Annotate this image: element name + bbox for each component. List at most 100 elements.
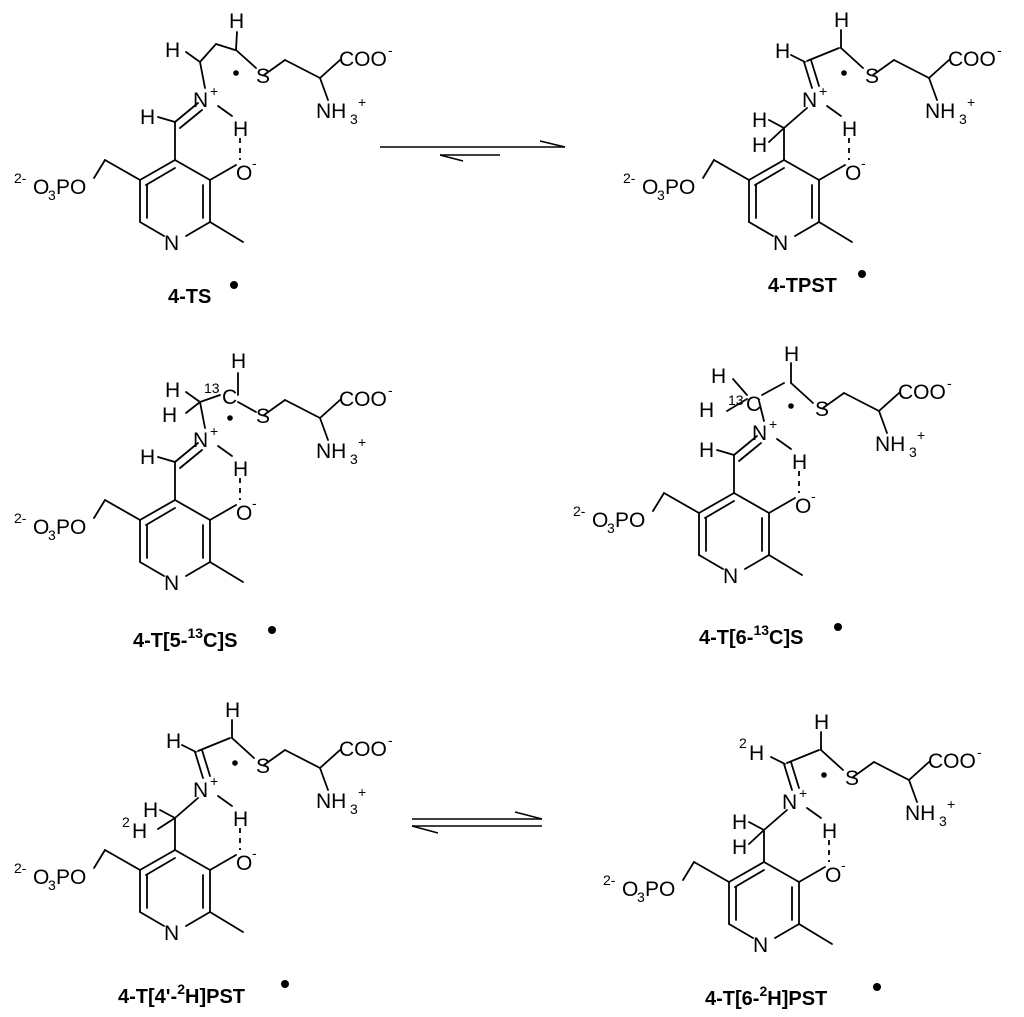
atom-PO: PO [56, 516, 86, 539]
subscript-3: 3 [48, 187, 56, 203]
atom-NH: NH [905, 802, 935, 825]
atom-COO: COO [928, 750, 976, 773]
atom-N: N [193, 429, 208, 452]
molecule-4-T[6-13C]S: H H H 13 C S N + H H O - N COO - NH 3 + … [573, 343, 952, 588]
atom-N: N [753, 934, 768, 957]
subscript-3: 3 [48, 527, 56, 543]
charge-minus: - [252, 495, 257, 511]
atom-H: H [752, 134, 767, 157]
radical-dot [873, 983, 881, 991]
atom-O: O [592, 509, 608, 532]
subscript-3: 3 [48, 877, 56, 893]
label-4-TPST: 4-TPST [768, 270, 866, 297]
atom-NH: NH [316, 790, 346, 813]
atom-N: N [193, 89, 208, 112]
subscript-3: 3 [350, 111, 358, 127]
charge-plus: + [917, 427, 925, 443]
atom-N: N [164, 572, 179, 595]
atom-H: H [814, 711, 829, 734]
molecule-4-T[5-13C]S: H H H 13 C S N + H H O - N COO - NH 3 + … [14, 350, 393, 595]
atom-H: H [229, 10, 244, 33]
charge-minus: - [388, 382, 393, 398]
atom-NH: NH [316, 100, 346, 123]
molecule-4-T[4'-2H]PST: H H S N + H 2 H H O - N COO - NH 3 + 2- … [14, 699, 393, 945]
subscript-3: 3 [909, 444, 917, 460]
atom-N: N [193, 779, 208, 802]
atom-O: O [33, 866, 49, 889]
label-tail: H]PST [767, 988, 827, 1010]
atom-H: H [233, 458, 248, 481]
atom-N: N [164, 922, 179, 945]
atom-H: H [732, 811, 747, 834]
charge-plus: + [819, 83, 827, 99]
atom-NH: NH [875, 433, 905, 456]
atom-O: O [642, 176, 658, 199]
atom-O: O [236, 502, 252, 525]
svg-text:4-T[6-2H]PST: 4-T[6-2H]PST [705, 983, 827, 1010]
charge-plus: + [967, 94, 975, 110]
radical-dot [281, 980, 289, 988]
equilibrium-arrow-top [380, 140, 566, 162]
svg-text:4-T[4'-2H]PST: 4-T[4'-2H]PST [118, 981, 245, 1008]
atom-H: H [775, 40, 790, 63]
label-sup: 13 [187, 625, 203, 641]
atom-S: S [256, 755, 270, 778]
label-text: 4-T[5- [133, 630, 187, 652]
charge-plus: + [210, 423, 218, 439]
atom-H: H [165, 379, 180, 402]
subscript-3: 3 [939, 813, 947, 829]
radical-dot [268, 626, 276, 634]
radical-dot [230, 281, 238, 289]
charge-plus: + [947, 796, 955, 812]
atom-N: N [773, 232, 788, 255]
atom-H: H [132, 820, 147, 843]
label-text: 4-T[4'- [118, 986, 177, 1008]
atom-O: O [825, 864, 841, 887]
atom-O: O [795, 495, 811, 518]
charge-2-minus: 2- [573, 503, 586, 519]
label-tail: C]S [769, 627, 803, 649]
isotope-2: 2 [739, 735, 747, 751]
atom-S: S [256, 65, 270, 88]
atom-H: H [749, 742, 764, 765]
charge-plus: + [210, 83, 218, 99]
label-text: 4-TS [168, 286, 211, 308]
label-tail: C]S [203, 630, 237, 652]
svg-text:4-T[5-13C]S: 4-T[5-13C]S [133, 625, 237, 652]
atom-PO: PO [665, 176, 695, 199]
svg-text:4-TS: 4-TS [168, 286, 211, 308]
atom-C: C [746, 393, 761, 416]
atom-H: H [166, 730, 181, 753]
molecule-4-TPST: H H S N + H H H O - N COO - NH 3 + 2- O … [623, 9, 1002, 255]
label-tail: H]PST [185, 986, 245, 1008]
atom-H: H [140, 446, 155, 469]
charge-2-minus: 2- [14, 170, 27, 186]
label-text: 4-TPST [768, 275, 837, 297]
label-4-T[6-13C]S: 4-T[6-13C]S [699, 622, 842, 649]
atom-COO: COO [339, 48, 387, 71]
label-4-T[6-2H]PST: 4-T[6-2H]PST [705, 983, 881, 1010]
atom-O: O [622, 878, 638, 901]
equilibrium-arrow-bottom [411, 811, 543, 834]
label-text: 4-T[6- [705, 988, 759, 1010]
label-text: 4-T[6- [699, 627, 753, 649]
atom-H: H [792, 451, 807, 474]
atom-N: N [164, 232, 179, 255]
subscript-3: 3 [657, 187, 665, 203]
charge-2-minus: 2- [623, 170, 636, 186]
atom-COO: COO [339, 388, 387, 411]
charge-plus: + [358, 434, 366, 450]
svg-text:4-T[6-13C]S: 4-T[6-13C]S [699, 622, 803, 649]
charge-minus: - [252, 845, 257, 861]
molecule-4-T[6-2H]PST: 2 H H S N + H H H O - N COO - NH 3 + 2- … [603, 711, 982, 957]
label-sup: 13 [753, 622, 769, 638]
atom-N: N [723, 565, 738, 588]
atom-H: H [752, 109, 767, 132]
charge-minus: - [388, 732, 393, 748]
charge-minus: - [252, 155, 257, 171]
atom-COO: COO [339, 738, 387, 761]
isotope-2: 2 [122, 814, 130, 830]
atom-H: H [165, 39, 180, 62]
label-sup: 2 [759, 983, 767, 999]
